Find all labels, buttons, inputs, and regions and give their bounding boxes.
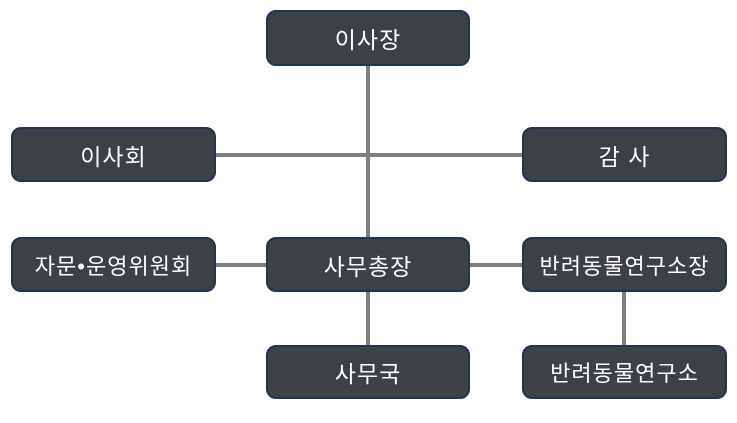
org-node-institute-director: 반려동물연구소장 (522, 237, 727, 292)
org-node-secretary-general: 사무총장 (266, 237, 470, 292)
connector-chairman-secretary-general (366, 66, 370, 237)
connector-advisory-secretary-general (216, 263, 266, 267)
connector-institute-director-institute (622, 292, 626, 345)
org-node-institute: 반려동물연구소 (522, 345, 727, 399)
org-node-chairman: 이사장 (266, 10, 470, 66)
org-node-board: 이사회 (11, 127, 216, 182)
connector-secretary-general-secretariat (366, 292, 370, 345)
org-node-auditor: 감 사 (522, 127, 727, 182)
org-node-advisory-committee: 자문•운영위원회 (11, 237, 216, 292)
connector-board-auditor (216, 153, 522, 157)
org-node-secretariat: 사무국 (266, 345, 470, 399)
connector-secretary-general-institute-director (470, 263, 522, 267)
